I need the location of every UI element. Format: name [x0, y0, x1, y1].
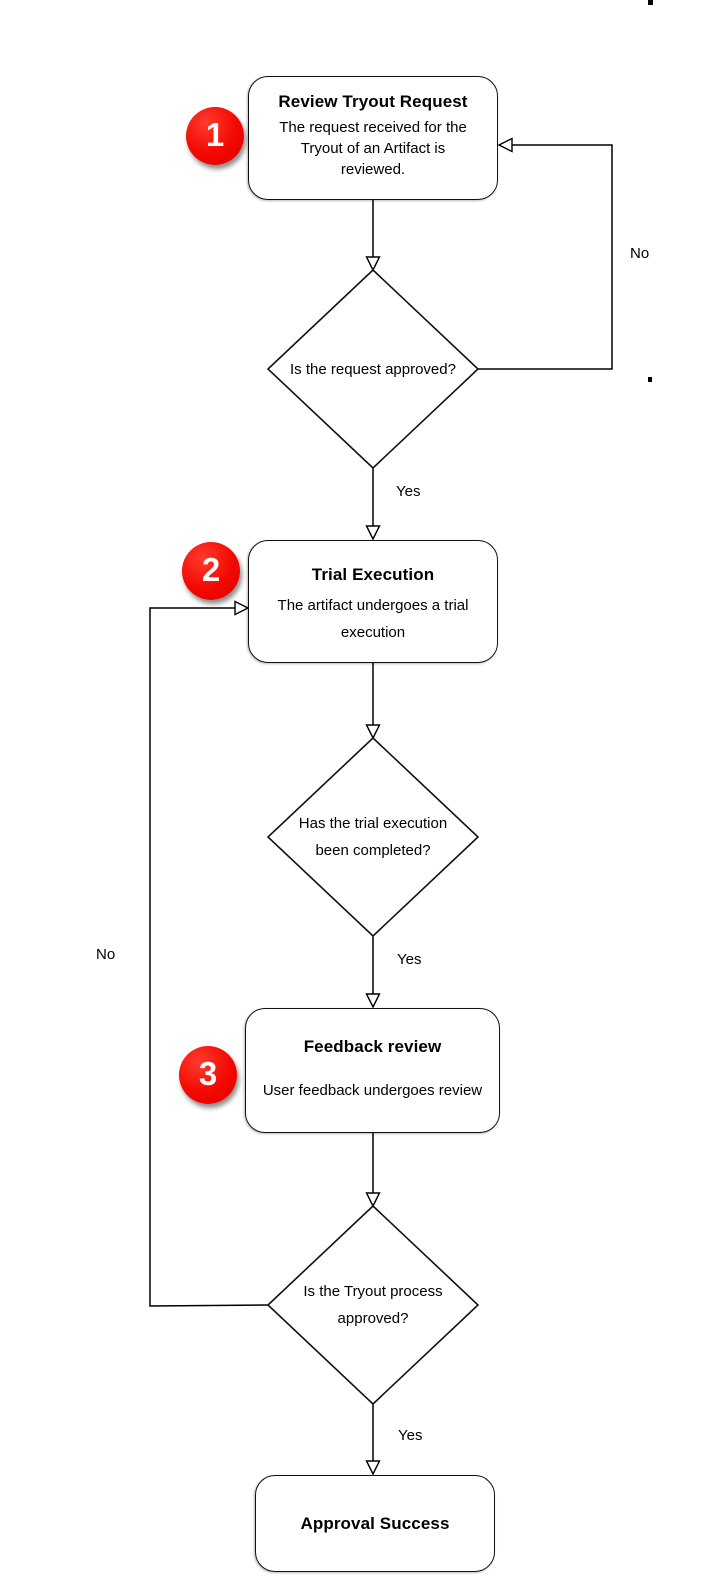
- decision-label-line: been completed?: [315, 842, 431, 859]
- node-body-line: The request received for the: [279, 119, 467, 136]
- node-body-line: Tryout of an Artifact is: [300, 140, 446, 157]
- edge-no-tryout-line: [149, 607, 269, 1307]
- stray-mark-top: [648, 0, 653, 5]
- node-title: Approval Success: [300, 1513, 450, 1533]
- node-body-line: reviewed.: [340, 161, 406, 178]
- decision-diamond-tryout-approved: [266, 1204, 480, 1406]
- edge-no-request-line: [478, 144, 613, 370]
- arrowhead-into-trial-left: [234, 600, 250, 616]
- decision-label-line: Is the Tryout process: [303, 1283, 443, 1300]
- edge-label-yes-after-tryout: Yes: [398, 1427, 423, 1444]
- decision-label-tryout-approved: Is the Tryout process approved?: [263, 1278, 483, 1332]
- step-badge-1: 1: [186, 107, 244, 165]
- node-body: The artifact undergoes a trial execution: [249, 592, 497, 646]
- node-body-line: The artifact undergoes a trial: [277, 597, 469, 614]
- edge-label-yes-after-trial: Yes: [397, 951, 422, 968]
- arrowhead-into-decision3: [365, 1192, 381, 1208]
- node-body: The request received for the Tryout of a…: [249, 117, 497, 180]
- arrowhead-into-decision2: [365, 724, 381, 740]
- process-node-approval-success: Approval Success: [255, 1475, 495, 1572]
- step-badge-2-number: 2: [201, 551, 221, 588]
- arrowhead-into-decision1: [365, 256, 381, 272]
- decision-diamond-request-approved: [266, 268, 480, 470]
- stray-mark-right: [648, 377, 652, 382]
- decision-label-line: Is the request approved?: [290, 361, 456, 378]
- arrowhead-into-review-right: [497, 137, 513, 153]
- process-node-trial-execution: Trial Execution The artifact undergoes a…: [248, 540, 498, 663]
- decision-label-line: Has the trial execution: [298, 815, 448, 832]
- node-title: Trial Execution: [311, 565, 435, 584]
- arrowhead-into-success: [365, 1460, 381, 1476]
- decision-label-line: approved?: [337, 1310, 409, 1327]
- decision-label-request-approved: Is the request approved?: [253, 356, 493, 383]
- node-body-line: User feedback undergoes review: [262, 1082, 483, 1099]
- node-title: Review Tryout Request: [278, 92, 468, 111]
- edge-label-no-request: No: [630, 245, 650, 262]
- node-title: Feedback review: [303, 1037, 442, 1056]
- process-node-feedback-review: Feedback review User feedback undergoes …: [245, 1008, 500, 1133]
- node-body: User feedback undergoes review: [246, 1080, 499, 1101]
- arrowhead-into-trial-top: [365, 525, 381, 541]
- process-node-review-tryout-request: Review Tryout Request The request receiv…: [248, 76, 498, 200]
- decision-diamond-trial-completed: [266, 736, 480, 938]
- edge-label-no-tryout: No: [96, 946, 116, 963]
- step-badge-2: 2: [182, 542, 240, 600]
- step-badge-1-number: 1: [205, 116, 225, 153]
- arrowhead-into-feedback: [365, 993, 381, 1009]
- decision-label-trial-completed: Has the trial execution been completed?: [263, 810, 483, 864]
- step-badge-3: 3: [179, 1046, 237, 1104]
- step-badge-3-number: 3: [198, 1055, 218, 1092]
- node-body-line: execution: [340, 624, 406, 641]
- edge-label-yes-after-request: Yes: [396, 483, 421, 500]
